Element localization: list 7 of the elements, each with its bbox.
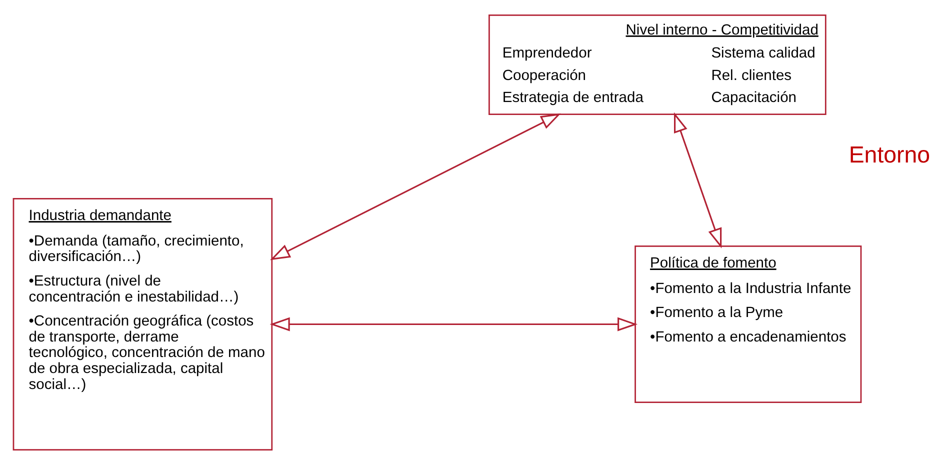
arrow — [674, 112, 722, 248]
arrow — [270, 112, 560, 260]
label: Entorno — [848, 140, 930, 167]
node-box: Industria demandante •Demanda (tamaño, crecimiento, diversificación…) •Estructura (nivel de concentración e inestabilidad…) •Concentración geográfica (costos de transporte, derrame tecnológico, concentración de mano de obra especializada, capital social…) — [12, 198, 272, 450]
node-box: Nivel interno - Competitividad Emprendedor Sistema calidad Cooperación Rel. clientes Estrategia de entrada Capacitación — [488, 14, 826, 115]
arrow — [269, 316, 638, 331]
node-box: Política de fomento •Fomento a la Industria Infante •Fomento a la Pyme •Fomento a encadenamientos — [634, 245, 862, 402]
